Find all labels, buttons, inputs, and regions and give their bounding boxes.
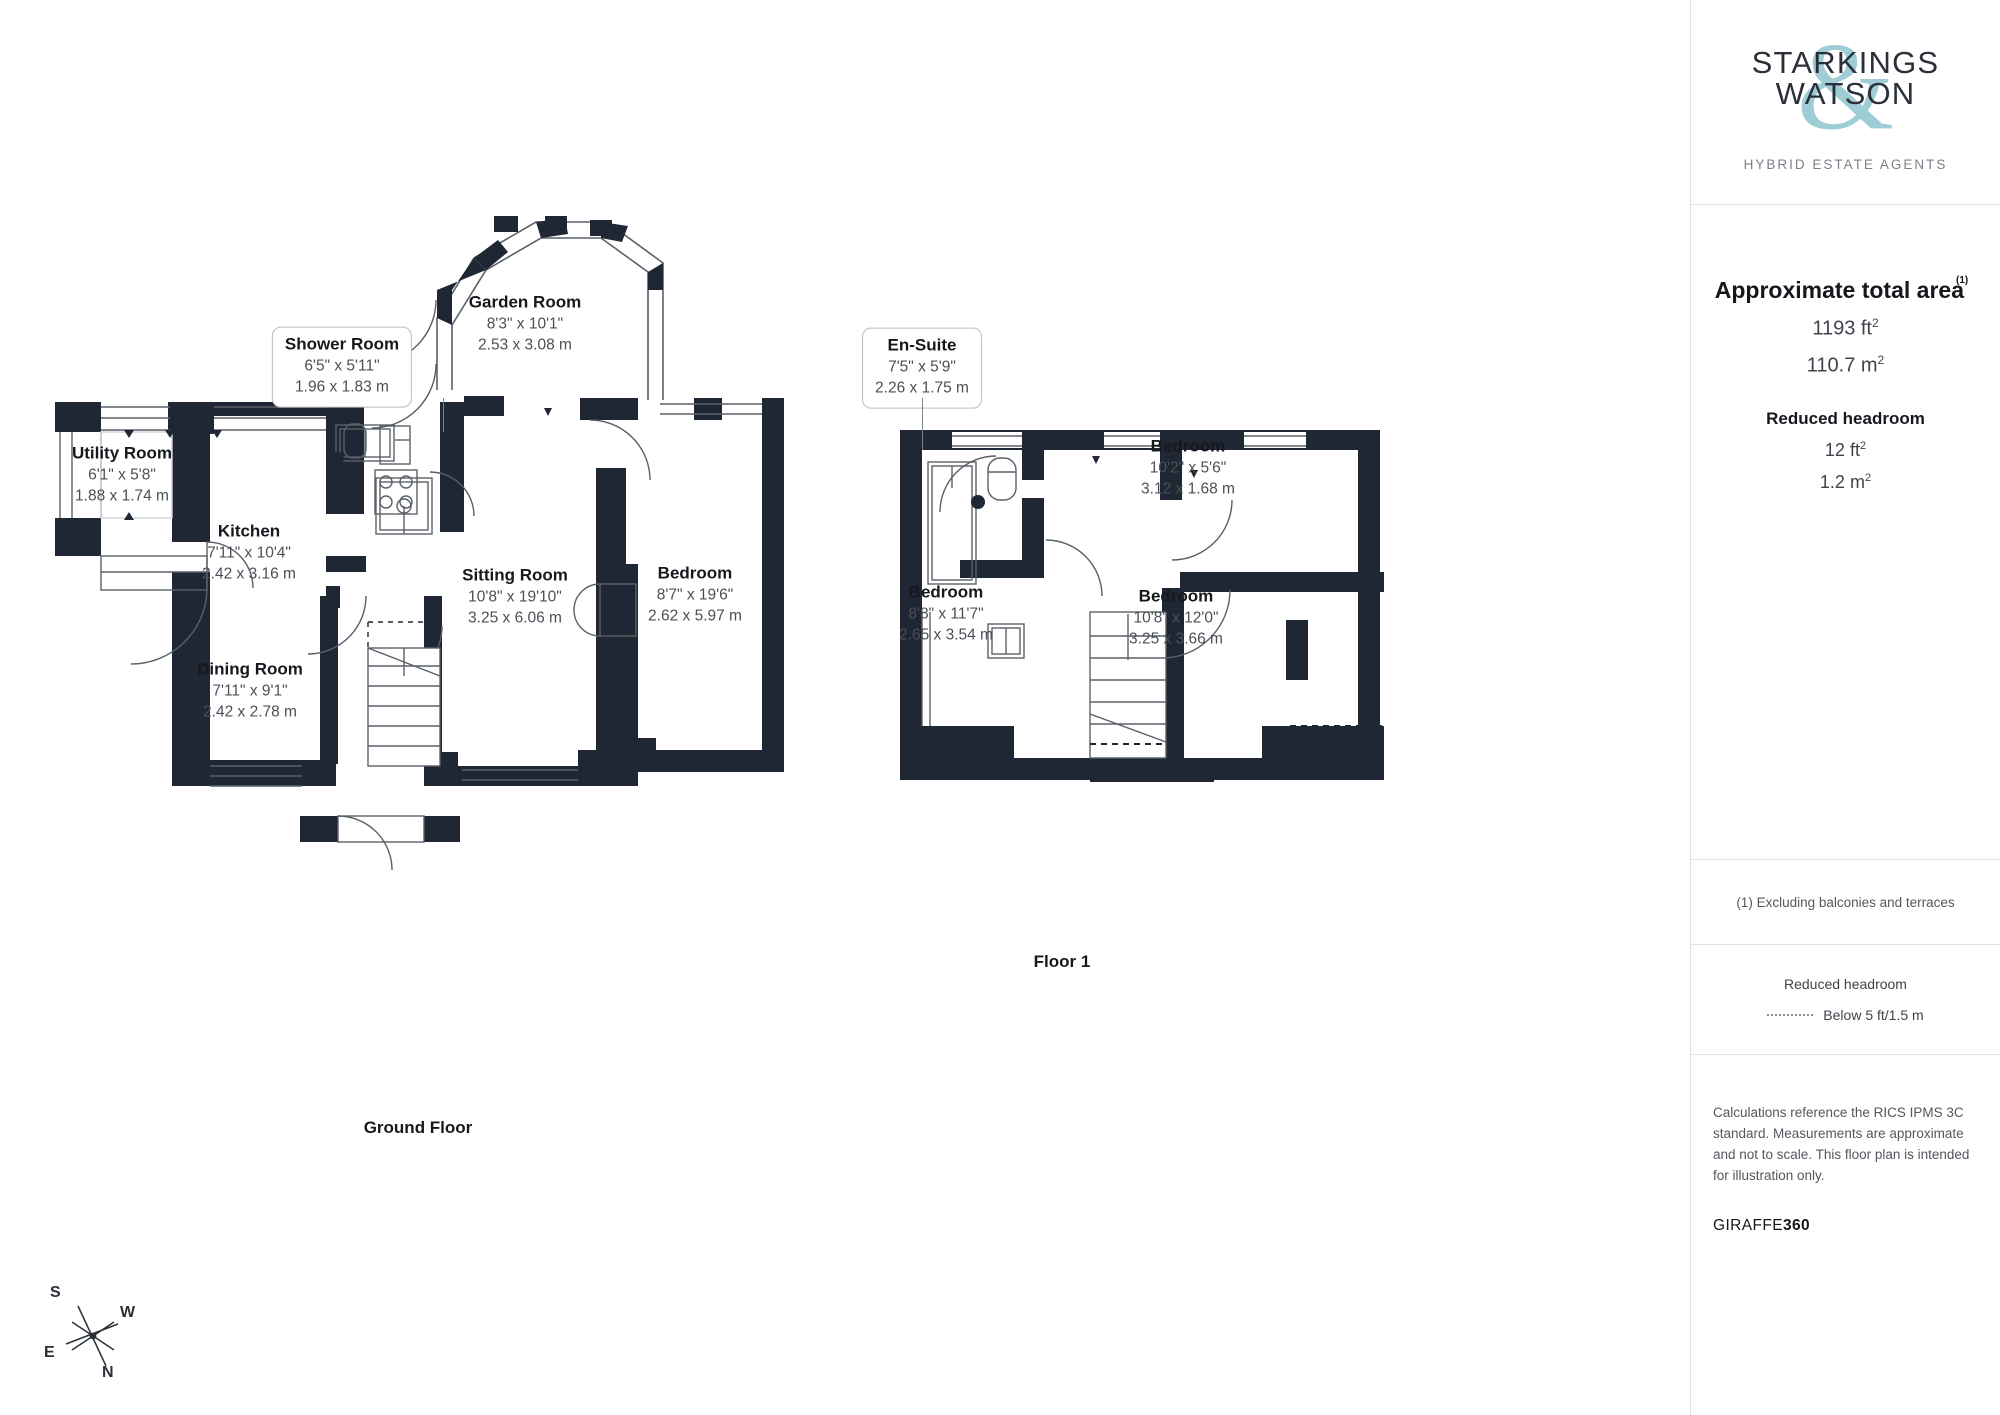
room-label-bedroom-f1-a: Bedroom 10'2" x 5'6" 3.12 x 1.68 m	[1141, 436, 1235, 501]
room-metric: 3.12 x 1.68 m	[1141, 480, 1235, 498]
floor1-drawing	[900, 430, 1384, 782]
footnote-section: (1) Excluding balconies and terraces	[1691, 860, 2000, 945]
reduced-sqft-value: 12 ft	[1824, 440, 1860, 461]
room-name: Garden Room	[468, 292, 582, 312]
compass-label-n: N	[102, 1364, 114, 1381]
total-area-sqm-value: 110.7 m	[1806, 354, 1878, 377]
room-imperial: 7'11" x 9'1"	[212, 682, 288, 700]
sqft-superscript: 2	[1872, 316, 1879, 330]
en-suite-leader-line	[922, 398, 923, 450]
total-area-sqft: 1193 ft2	[1691, 316, 2000, 341]
reduced-headroom-title: Reduced headroom	[1766, 409, 1925, 429]
sqm-superscript: 2	[1877, 352, 1885, 367]
room-label-bedroom-f1-c: Bedroom 10'8" x 12'0" 3.25 x 3.66 m	[1129, 586, 1223, 651]
footnote-text: (1) Excluding balconies and terraces	[1736, 894, 1955, 910]
total-area-sqm: 110.7 m2	[1691, 353, 2000, 378]
ground-floor-thin-lines	[59, 299, 762, 871]
room-label-kitchen: Kitchen 7'11" x 10'4" 2.42 x 3.16 m	[202, 521, 296, 586]
reduced-sqm-superscript: 2	[1864, 472, 1872, 485]
area-summary: Approximate total area(1) 1193 ft2 110.7…	[1691, 205, 2000, 860]
floor-caption-ground: Ground Floor	[363, 1118, 473, 1137]
logo-wordmark: & STARKINGS WATSON	[1731, 25, 1961, 150]
room-imperial: 10'8" x 19'10"	[468, 588, 562, 606]
floorplan-svg	[55, 216, 1384, 871]
room-name: Utility Room	[71, 443, 173, 463]
room-label-en-suite: En-Suite 7'5" x 5'9" 2.26 x 1.75 m	[862, 327, 982, 409]
room-imperial: 7'5" x 5'9"	[888, 358, 956, 376]
room-name: Dining Room	[197, 659, 303, 679]
ampersand-glyph: &	[1796, 18, 1895, 156]
room-metric: 3.25 x 6.06 m	[468, 609, 562, 627]
garden-bay-corner-blocks	[437, 216, 663, 325]
room-metric: 2.42 x 2.78 m	[203, 703, 297, 721]
disclaimer-text: Calculations reference the RICS IPMS 3C …	[1713, 1105, 1970, 1183]
compass-rose: S W E N	[36, 1282, 156, 1392]
ground-dimension-arrows	[124, 408, 552, 520]
shower-room-leader-line	[443, 398, 444, 432]
room-name: Shower Room	[284, 334, 400, 354]
compass-icon	[65, 1305, 119, 1367]
total-area-sqft-value: 1193 ft	[1812, 317, 1872, 340]
room-imperial: 7'11" x 10'4"	[207, 544, 291, 562]
room-label-sitting-room: Sitting Room 10'8" x 19'10" 3.25 x 6.06 …	[462, 565, 568, 630]
legend-title: Reduced headroom	[1784, 976, 1907, 992]
compass-label-e: E	[44, 1344, 55, 1361]
reduced-sqft-superscript: 2	[1859, 440, 1867, 453]
floor-caption-floor1: Floor 1	[1033, 952, 1091, 971]
room-label-bedroom-f1-b: Bedroom 8'8" x 11'7" 2.65 x 3.54 m	[899, 582, 993, 647]
compass-label-s: S	[50, 1284, 61, 1301]
room-metric: 1.88 x 1.74 m	[75, 487, 169, 505]
room-label-bedroom-ground: Bedroom 8'7" x 19'6" 2.62 x 5.97 m	[648, 563, 742, 628]
room-label-shower-room: Shower Room 6'5" x 5'11" 1.96 x 1.83 m	[271, 326, 413, 408]
floorplan-canvas: Utility Room 6'1" x 5'8" 1.88 x 1.74 m S…	[36, 216, 1384, 1392]
room-name: Sitting Room	[462, 565, 568, 585]
room-label-dining-room: Dining Room 7'11" x 9'1" 2.42 x 2.78 m	[197, 659, 303, 724]
area-title: Approximate total area(1)	[1714, 275, 1976, 304]
logo-line-2: WATSON	[1775, 76, 1916, 112]
area-title-text: Approximate total area	[1714, 277, 1964, 303]
room-name: Bedroom	[1150, 436, 1226, 456]
room-metric: 2.42 x 3.16 m	[202, 565, 296, 583]
info-sidebar: & STARKINGS WATSON HYBRID ESTATE AGENTS …	[1690, 0, 2000, 1415]
room-name: Bedroom	[657, 563, 733, 583]
floor1-dimension-arrows	[1092, 456, 1198, 478]
legend-item-label: Below 5 ft/1.5 m	[1823, 1007, 1924, 1023]
room-imperial: 8'8" x 11'7"	[908, 605, 984, 623]
ground-floor-drawing	[55, 216, 1384, 871]
brand-logo: & STARKINGS WATSON HYBRID ESTATE AGENTS	[1691, 0, 2000, 205]
dashed-line-swatch	[1767, 1014, 1814, 1016]
logo-subtitle: HYBRID ESTATE AGENTS	[1743, 156, 1948, 172]
reduced-sqm-value: 1.2 m	[1819, 472, 1865, 493]
room-imperial: 10'8" x 12'0"	[1133, 609, 1219, 627]
room-imperial: 6'5" x 5'11"	[304, 357, 380, 375]
room-imperial: 8'7" x 19'6"	[656, 586, 734, 604]
legend-section: Reduced headroom Below 5 ft/1.5 m	[1691, 945, 2000, 1055]
room-metric: 1.96 x 1.83 m	[295, 378, 389, 396]
provider-name-part2: 360	[1782, 1216, 1811, 1234]
room-name: En-Suite	[887, 335, 957, 355]
room-name: Bedroom	[1138, 586, 1214, 606]
reduced-headroom-sqft: 12 ft2	[1691, 440, 2000, 461]
area-title-footnote-marker: (1)	[1956, 275, 1969, 287]
room-imperial: 10'2" x 5'6"	[1149, 459, 1227, 477]
logo-line-1: STARKINGS	[1751, 44, 1940, 80]
reduced-headroom-sqm: 1.2 m2	[1691, 472, 2000, 493]
legend-item: Below 5 ft/1.5 m	[1767, 1007, 1924, 1023]
room-label-garden-room: Garden Room 8'3" x 10'1" 2.53 x 3.08 m	[469, 292, 581, 357]
room-name: Bedroom	[908, 582, 984, 602]
room-metric: 2.26 x 1.75 m	[875, 379, 969, 397]
room-name: Kitchen	[217, 521, 281, 541]
provider-logo: GIRAFFE360	[1713, 1217, 1978, 1235]
room-metric: 3.25 x 3.66 m	[1129, 630, 1223, 648]
room-metric: 2.53 x 3.08 m	[478, 336, 572, 354]
room-label-utility-room: Utility Room 6'1" x 5'8" 1.88 x 1.74 m	[72, 443, 172, 508]
provider-name-part1: GIRAFFE	[1713, 1216, 1783, 1234]
disclaimer-section: Calculations reference the RICS IPMS 3C …	[1691, 1055, 2000, 1415]
room-metric: 2.62 x 5.97 m	[648, 607, 742, 625]
room-metric: 2.65 x 3.54 m	[899, 626, 993, 644]
room-imperial: 8'3" x 10'1"	[486, 315, 564, 333]
room-imperial: 6'1" x 5'8"	[88, 466, 156, 484]
compass-label-w: W	[120, 1304, 136, 1321]
